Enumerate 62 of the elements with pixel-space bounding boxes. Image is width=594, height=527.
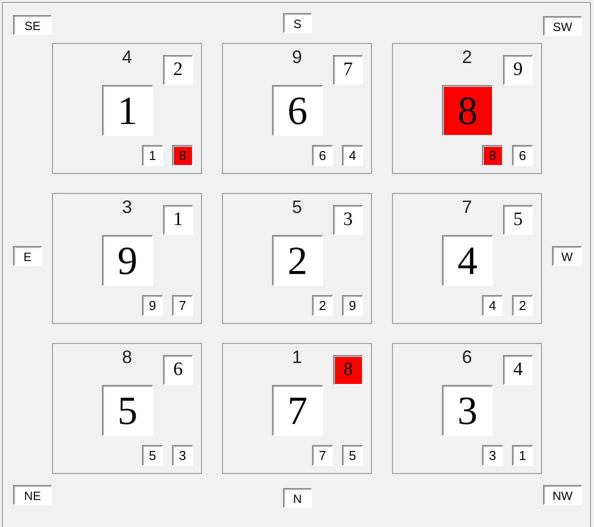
small-number-field: 3 bbox=[482, 445, 503, 466]
palace-number: 6 bbox=[460, 346, 473, 368]
direction-label: N bbox=[283, 488, 312, 508]
palace-panel bbox=[52, 43, 202, 174]
palace-panel bbox=[222, 343, 372, 474]
small-number-field: 4 bbox=[342, 145, 363, 166]
palace-number: 1 bbox=[290, 346, 303, 368]
small-number-field: 6 bbox=[512, 145, 533, 166]
star-number-field: 8 bbox=[333, 355, 363, 385]
small-number-field: 7 bbox=[172, 295, 193, 316]
small-number-field: 2 bbox=[512, 295, 533, 316]
palace-panel bbox=[392, 193, 542, 324]
star-number-field: 7 bbox=[333, 55, 363, 85]
center-number-field: 5 bbox=[102, 385, 153, 436]
small-number-field: 7 bbox=[312, 445, 333, 466]
palace-number: 7 bbox=[460, 196, 473, 218]
palace-number: 3 bbox=[120, 196, 133, 218]
direction-label: S bbox=[283, 13, 312, 33]
center-number-field: 4 bbox=[442, 235, 493, 286]
center-number-field: 6 bbox=[272, 85, 323, 136]
palace-panel bbox=[392, 343, 542, 474]
center-number-field: 3 bbox=[442, 385, 493, 436]
star-number-field: 4 bbox=[503, 355, 533, 385]
small-number-field: 2 bbox=[312, 295, 333, 316]
small-number-field: 1 bbox=[512, 445, 533, 466]
palace-number: 5 bbox=[290, 196, 303, 218]
small-number-field: 5 bbox=[142, 445, 163, 466]
direction-label: NE bbox=[13, 485, 52, 505]
star-number-field: 6 bbox=[163, 355, 193, 385]
palace-panel bbox=[222, 43, 372, 174]
palace-panel bbox=[52, 193, 202, 324]
star-number-field: 9 bbox=[503, 55, 533, 85]
small-number-field: 6 bbox=[312, 145, 333, 166]
palace-panel bbox=[222, 193, 372, 324]
small-number-field: 5 bbox=[342, 445, 363, 466]
small-number-field: 8 bbox=[482, 145, 503, 166]
center-number-field: 8 bbox=[442, 85, 493, 136]
palace-number: 9 bbox=[290, 46, 303, 68]
center-number-field: 9 bbox=[102, 235, 153, 286]
small-number-field: 3 bbox=[172, 445, 193, 466]
star-number-field: 1 bbox=[163, 205, 193, 235]
direction-label: W bbox=[552, 246, 582, 266]
palace-number: 2 bbox=[460, 46, 473, 68]
palace-number: 4 bbox=[120, 46, 133, 68]
direction-label: SE bbox=[13, 15, 52, 35]
star-number-field: 2 bbox=[163, 55, 193, 85]
direction-label: E bbox=[13, 246, 42, 266]
star-number-field: 5 bbox=[503, 205, 533, 235]
palace-panel bbox=[52, 343, 202, 474]
small-number-field: 4 bbox=[482, 295, 503, 316]
center-number-field: 2 bbox=[272, 235, 323, 286]
star-number-field: 3 bbox=[333, 205, 363, 235]
center-number-field: 1 bbox=[102, 85, 153, 136]
small-number-field: 9 bbox=[142, 295, 163, 316]
center-number-field: 7 bbox=[272, 385, 323, 436]
palace-panel bbox=[392, 43, 542, 174]
direction-label: NW bbox=[543, 485, 582, 505]
palace-number: 8 bbox=[120, 346, 133, 368]
small-number-field: 9 bbox=[342, 295, 363, 316]
small-number-field: 8 bbox=[172, 145, 193, 166]
small-number-field: 1 bbox=[142, 145, 163, 166]
direction-label: SW bbox=[543, 16, 582, 36]
